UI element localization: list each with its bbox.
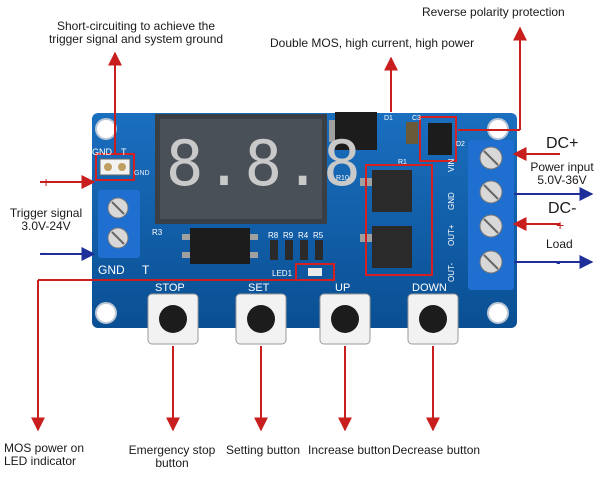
up-label: UP: [335, 282, 351, 294]
set-label: SET: [248, 282, 270, 294]
mosfet-pair: [360, 164, 433, 276]
reverse-diode: [419, 116, 457, 162]
annotation-arrows: [31, 26, 560, 432]
dc-minus-label: DC-: [548, 200, 577, 217]
r3-label: R3: [152, 228, 163, 237]
terminal-out-plus-label: OUT+: [447, 224, 456, 246]
header-gnd2-label: GND: [134, 170, 150, 177]
increase-button-note: Increase button: [308, 443, 391, 457]
set-push-button[interactable]: [235, 293, 287, 345]
r5-label: R5: [313, 231, 324, 240]
setting-button-note: Setting button: [226, 443, 301, 457]
c3-label: C3: [412, 115, 421, 122]
decrease-button-note: Decrease button: [392, 443, 481, 457]
terminal-gnd-right-label: GND: [447, 192, 456, 210]
up-push-button[interactable]: [319, 293, 371, 345]
emergency-stop-note: Emergency stop button: [128, 443, 216, 470]
d2-label: D2: [456, 141, 465, 148]
terminal-vin-label: VIN: [447, 158, 456, 172]
terminal-t-label: T: [142, 263, 150, 277]
trigger-terminal-block: [98, 190, 140, 258]
power-load-terminal-block: [468, 140, 514, 290]
dc-plus-label: DC+: [546, 135, 579, 152]
r8-label: R8: [268, 231, 279, 240]
mos-driver-chip: [329, 112, 377, 150]
annotation-arrows-blue: [40, 187, 594, 269]
d1-label: D1: [384, 115, 393, 122]
header-t-label: T: [121, 147, 127, 157]
optocoupler-chip: [182, 228, 258, 264]
down-push-button[interactable]: [407, 293, 459, 345]
load-note: Load: [546, 237, 573, 251]
load-plus-sign: +: [556, 217, 565, 233]
r10-label: R10: [336, 175, 349, 182]
trigger-signal-note: Trigger signal 3.0V-24V: [9, 206, 83, 233]
double-mos-note: Double MOS, high current, high power: [270, 36, 475, 50]
reverse-polarity-note: Reverse polarity protection: [422, 5, 565, 19]
r4-label: R4: [298, 231, 309, 240]
load-minus-sign: -: [556, 254, 561, 270]
seven-segment-display: [155, 114, 327, 224]
down-label: DOWN: [412, 282, 447, 294]
trigger-minus-sign: -: [42, 244, 47, 260]
r1-label: R1: [398, 159, 407, 166]
gnd-t-header: [95, 153, 135, 181]
trigger-plus-sign: +: [42, 174, 51, 190]
power-input-note: Power input 5.0V-36V: [530, 160, 594, 187]
mos-led: [295, 263, 335, 281]
display-digits: 8.8.8: [166, 127, 363, 200]
resistor-array: [270, 240, 323, 260]
r9-label: R9: [283, 231, 294, 240]
stop-push-button[interactable]: [147, 293, 199, 345]
mos-power-note: MOS power on LED indicator: [4, 441, 85, 468]
header-gnd-label: GND: [92, 147, 112, 157]
short-circuit-note: Short-circuiting to achieve the trigger …: [48, 19, 224, 46]
led-label: LED1: [272, 269, 293, 278]
terminal-gnd-label: GND: [98, 263, 125, 277]
stop-label: STOP: [155, 282, 185, 294]
terminal-out-minus-label: OUT-: [447, 262, 456, 282]
